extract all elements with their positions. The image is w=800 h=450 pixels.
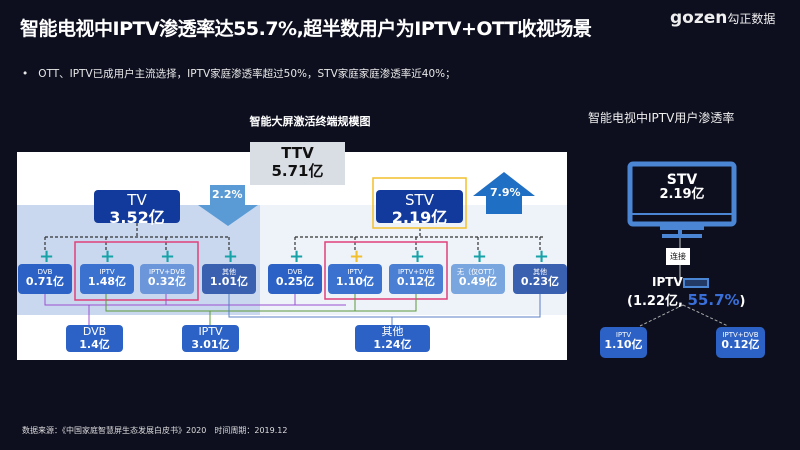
gozen-logo: gozen勾正数据 — [670, 8, 776, 28]
plus-icon: + — [472, 246, 488, 267]
stv-ott-only-box: 无（仅OTT）0.49亿 — [451, 264, 505, 294]
plus-icon: + — [160, 246, 176, 267]
iptv-label: IPTV — [652, 275, 683, 289]
tv-change: 2.2% — [212, 188, 243, 201]
plus-icon: + — [100, 246, 116, 267]
plus-icon: + — [39, 246, 55, 267]
plus-icon: + — [534, 246, 550, 267]
page-title: 智能电视中IPTV渗透率达55.7%,超半数用户为IPTV+OTT收视场景 — [20, 18, 592, 40]
stv-change: 7.9% — [490, 186, 521, 199]
tv-band — [17, 205, 260, 315]
connect-label: 连接 — [666, 248, 690, 265]
plus-icon: + — [289, 246, 305, 267]
plus-icon: + — [223, 246, 239, 267]
iptv-penetration: (1.22亿, 55.7%) — [627, 291, 746, 309]
up-arrow-icon — [473, 172, 535, 214]
bullet-text: • OTT、IPTV已成用户主流选择，IPTV家庭渗透率超过50%，STV家庭家… — [22, 68, 456, 80]
right-title: 智能电视中IPTV用户渗透率 — [588, 111, 735, 125]
stv-band — [260, 205, 567, 315]
plus-icon: + — [410, 246, 426, 267]
down-arrow-icon — [198, 185, 258, 226]
source-note: 数据来源：《中国家庭智慧屏生态发展白皮书》2020 时间周期：2019.12 — [22, 426, 288, 435]
diagram-title: 智能大屏激活终端规模图 — [249, 115, 371, 128]
plus-icon: + — [349, 246, 365, 267]
